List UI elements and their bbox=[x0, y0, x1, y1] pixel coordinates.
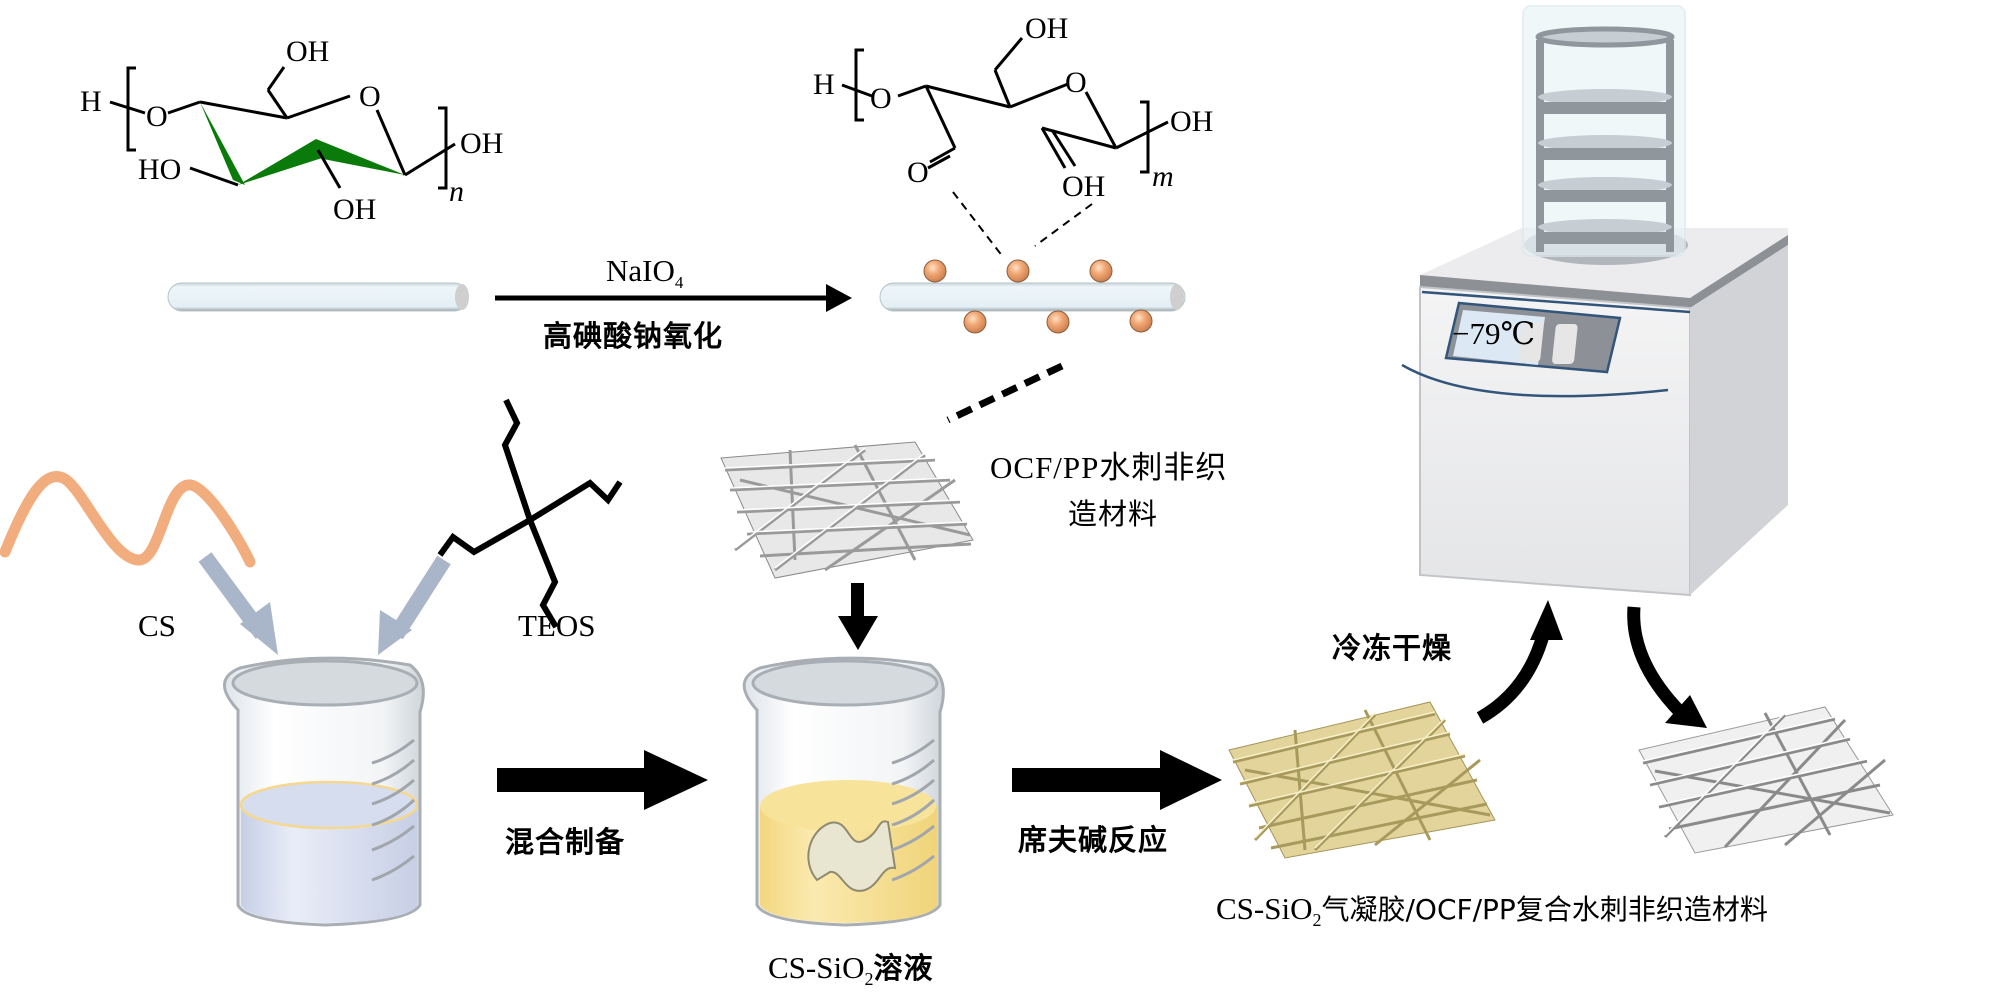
teos-feed-arrow bbox=[378, 555, 451, 655]
aldehyde-particles bbox=[923, 259, 1153, 334]
ring-wedge bbox=[200, 102, 245, 185]
immersed-fabric-icon bbox=[807, 820, 897, 892]
freeze-dryer-temperature-display: −79℃ bbox=[1452, 316, 1536, 351]
mixing-arrow bbox=[497, 750, 708, 810]
atom-o: O bbox=[146, 100, 168, 133]
h-terminal: H bbox=[813, 68, 835, 101]
repeat-subscript-m: m bbox=[1152, 160, 1174, 193]
freeze-dry-down-arrow bbox=[1627, 606, 1707, 728]
liquid-surface-blue bbox=[239, 780, 419, 830]
oxidized-fiber bbox=[879, 282, 1186, 312]
oxidation-arrow bbox=[495, 284, 852, 312]
h-terminal: H bbox=[80, 85, 102, 118]
reagent-label: NaIO4 bbox=[606, 253, 684, 293]
product-label: CS-SiO2气凝胶/OCF/PP复合水刺非织造材料 bbox=[1216, 891, 1768, 931]
aerogel-composite-fabric-icon bbox=[1638, 706, 1894, 854]
particle bbox=[1006, 259, 1030, 283]
shelf-rack bbox=[1535, 26, 1675, 252]
repeat-subscript-n: n bbox=[449, 175, 464, 208]
ring-wedge bbox=[316, 139, 405, 175]
atom-oh: OH bbox=[460, 127, 504, 160]
ocf-pp-label-line1: OCF/PP水刺非织 bbox=[990, 450, 1228, 485]
atom-oh: OH bbox=[333, 193, 377, 226]
atom-oh: OH bbox=[286, 35, 330, 68]
oxidation-step-label: 高碘酸钠氧化 bbox=[543, 319, 724, 353]
particle bbox=[1089, 259, 1113, 283]
ocf-pp-label-line2: 造材料 bbox=[1068, 497, 1159, 531]
particle bbox=[1046, 310, 1070, 334]
atom-ring-o: O bbox=[359, 80, 381, 113]
particle bbox=[1129, 309, 1153, 333]
mixing-step-label: 混合制备 bbox=[505, 825, 626, 859]
teos-label: TEOS bbox=[518, 608, 596, 643]
atom-aldehyde-o: O bbox=[907, 156, 929, 189]
atom-ring-o: O bbox=[1065, 66, 1087, 99]
atom-oh: OH bbox=[1025, 12, 1069, 45]
particle bbox=[923, 259, 947, 283]
atom-oh: OH bbox=[1170, 105, 1214, 138]
atom-oh: OH bbox=[1062, 170, 1106, 203]
fabric-link-dashed bbox=[946, 362, 1064, 424]
particle bbox=[963, 310, 987, 334]
cs-label: CS bbox=[138, 608, 176, 643]
ring-wedge bbox=[238, 139, 322, 185]
schiff-step-label: 席夫碱反应 bbox=[1018, 823, 1169, 857]
cs-chain-icon bbox=[0, 471, 256, 568]
beaker-cs-sio2-solution bbox=[742, 656, 945, 927]
atom-o: O bbox=[870, 82, 892, 115]
schiff-base-arrow bbox=[1012, 750, 1222, 810]
gel-coated-fabric-icon bbox=[1228, 701, 1496, 859]
solution-label: CS-SiO2溶液 bbox=[768, 950, 934, 990]
liquid-surface-yellow bbox=[760, 780, 936, 832]
ocf-pp-fabric-icon bbox=[720, 441, 974, 579]
freeze-dry-up-arrow bbox=[1476, 600, 1563, 724]
cs-feed-arrow bbox=[198, 552, 278, 655]
plain-fiber bbox=[167, 282, 469, 312]
atom-ho: HO bbox=[138, 153, 182, 186]
teos-molecule-icon bbox=[437, 398, 623, 629]
interaction-line bbox=[1034, 203, 1093, 247]
beaker-precursor-mix bbox=[223, 656, 425, 927]
freeze-dry-label: 冷冻干燥 bbox=[1332, 631, 1453, 665]
